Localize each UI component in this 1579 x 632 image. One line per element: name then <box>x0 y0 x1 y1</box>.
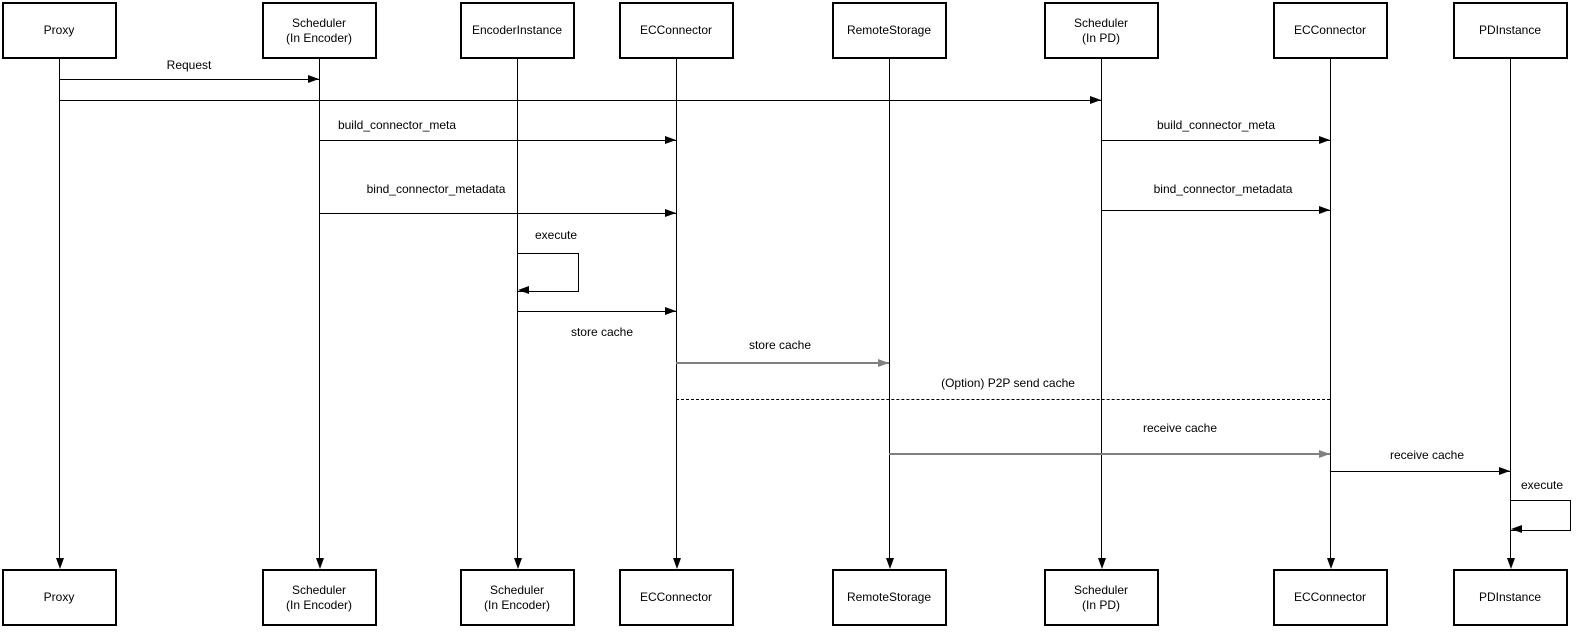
participant-label: Scheduler (In PD) <box>1073 15 1129 45</box>
message-line <box>319 140 676 141</box>
lifeline-arrow-head <box>55 558 64 569</box>
self-message-label: execute <box>534 228 578 242</box>
participant-bottom-box-encoder-instance: Scheduler (In Encoder) <box>459 569 575 626</box>
lifeline-arrow-head <box>1506 558 1515 569</box>
lifeline-remote-storage <box>889 59 890 559</box>
participant-label: Scheduler (In Encoder) <box>483 582 551 612</box>
message-arrow-head <box>1319 136 1330 144</box>
message-line <box>1101 210 1330 211</box>
participant-bottom-box-scheduler-in-pd: Scheduler (In PD) <box>1043 569 1159 626</box>
self-message-arrow-head <box>1511 525 1522 533</box>
participant-bottom-box-remote-storage: RemoteStorage <box>831 569 947 626</box>
participant-top-box-scheduler-in-pd: Scheduler (In PD) <box>1043 2 1159 59</box>
message-arrow-head <box>665 136 676 144</box>
lifeline-ec-connector-encoder <box>676 59 677 559</box>
message-line <box>676 399 1330 400</box>
message-label: store cache <box>570 325 634 339</box>
message-arrow-head <box>665 307 676 315</box>
participant-label: Scheduler (In Encoder) <box>285 15 353 45</box>
message-arrow-head <box>1319 206 1330 214</box>
lifeline-arrow-head <box>513 558 522 569</box>
message-label: (Option) P2P send cache <box>941 376 1075 390</box>
participant-label: EncoderInstance <box>471 23 563 37</box>
participant-top-box-remote-storage: RemoteStorage <box>831 2 947 59</box>
message-line <box>676 362 889 364</box>
lifeline-arrow-head <box>315 558 324 569</box>
participant-top-box-ec-connector-encoder: ECConnector <box>618 2 734 59</box>
participant-top-box-encoder-instance: EncoderInstance <box>459 2 575 59</box>
participant-label: PDInstance <box>1478 590 1542 604</box>
participant-bottom-box-ec-connector-pd: ECConnector <box>1272 569 1388 626</box>
message-line <box>1330 471 1510 472</box>
participant-bottom-box-pd-instance: PDInstance <box>1452 569 1568 626</box>
message-label: receive cache <box>1389 448 1465 462</box>
participant-label: Scheduler (In Encoder) <box>285 582 353 612</box>
message-arrow-head <box>308 75 319 83</box>
lifeline-arrow-head <box>885 558 894 569</box>
self-message-loop <box>1510 500 1571 531</box>
message-line <box>1101 140 1330 141</box>
message-label: build_connector_meta <box>337 118 457 132</box>
message-arrow-head <box>1499 467 1510 475</box>
message-line <box>59 100 1101 101</box>
message-line <box>517 311 676 312</box>
message-label: bind_connector_metadata <box>366 182 506 196</box>
self-message-loop <box>517 253 579 292</box>
participant-top-box-scheduler-in-encoder: Scheduler (In Encoder) <box>261 2 377 59</box>
message-label: store cache <box>748 338 812 352</box>
message-line <box>319 213 676 214</box>
lifeline-scheduler-in-encoder <box>319 59 320 559</box>
participant-label: RemoteStorage <box>846 590 932 604</box>
lifeline-arrow-head <box>1097 558 1106 569</box>
message-label: build_connector_meta <box>1156 118 1276 132</box>
participant-label: ECConnector <box>1293 23 1367 37</box>
lifeline-proxy <box>59 59 60 559</box>
lifeline-pd-instance <box>1510 59 1511 559</box>
message-label: Request <box>166 58 212 72</box>
participant-label: ECConnector <box>1293 590 1367 604</box>
participant-label: Proxy <box>43 23 75 37</box>
participant-label: ECConnector <box>639 23 713 37</box>
participant-bottom-box-proxy: Proxy <box>1 569 117 626</box>
participant-bottom-box-scheduler-in-encoder: Scheduler (In Encoder) <box>261 569 377 626</box>
lifeline-arrow-head <box>1326 558 1335 569</box>
message-arrow-head <box>665 209 676 217</box>
participant-label: RemoteStorage <box>846 23 932 37</box>
message-arrow-head <box>1090 96 1101 104</box>
lifeline-scheduler-in-pd <box>1101 59 1102 559</box>
message-arrow-head <box>878 359 889 367</box>
lifeline-arrow-head <box>672 558 681 569</box>
participant-top-box-proxy: Proxy <box>1 2 117 59</box>
self-message-arrow-head <box>518 286 529 294</box>
participant-top-box-ec-connector-pd: ECConnector <box>1272 2 1388 59</box>
participant-label: Scheduler (In PD) <box>1073 582 1129 612</box>
message-label: bind_connector_metadata <box>1153 182 1293 196</box>
participant-label: Proxy <box>43 590 75 604</box>
lifeline-ec-connector-pd <box>1330 59 1331 559</box>
participant-bottom-box-ec-connector-encoder: ECConnector <box>618 569 734 626</box>
lifeline-encoder-instance <box>517 59 518 559</box>
participant-label: ECConnector <box>639 590 713 604</box>
participant-top-box-pd-instance: PDInstance <box>1452 2 1568 59</box>
message-arrow-head <box>1319 450 1330 458</box>
message-line <box>889 453 1330 455</box>
message-line <box>59 79 319 80</box>
message-label: receive cache <box>1142 421 1218 435</box>
self-message-label: execute <box>1520 478 1564 492</box>
participant-label: PDInstance <box>1478 23 1542 37</box>
